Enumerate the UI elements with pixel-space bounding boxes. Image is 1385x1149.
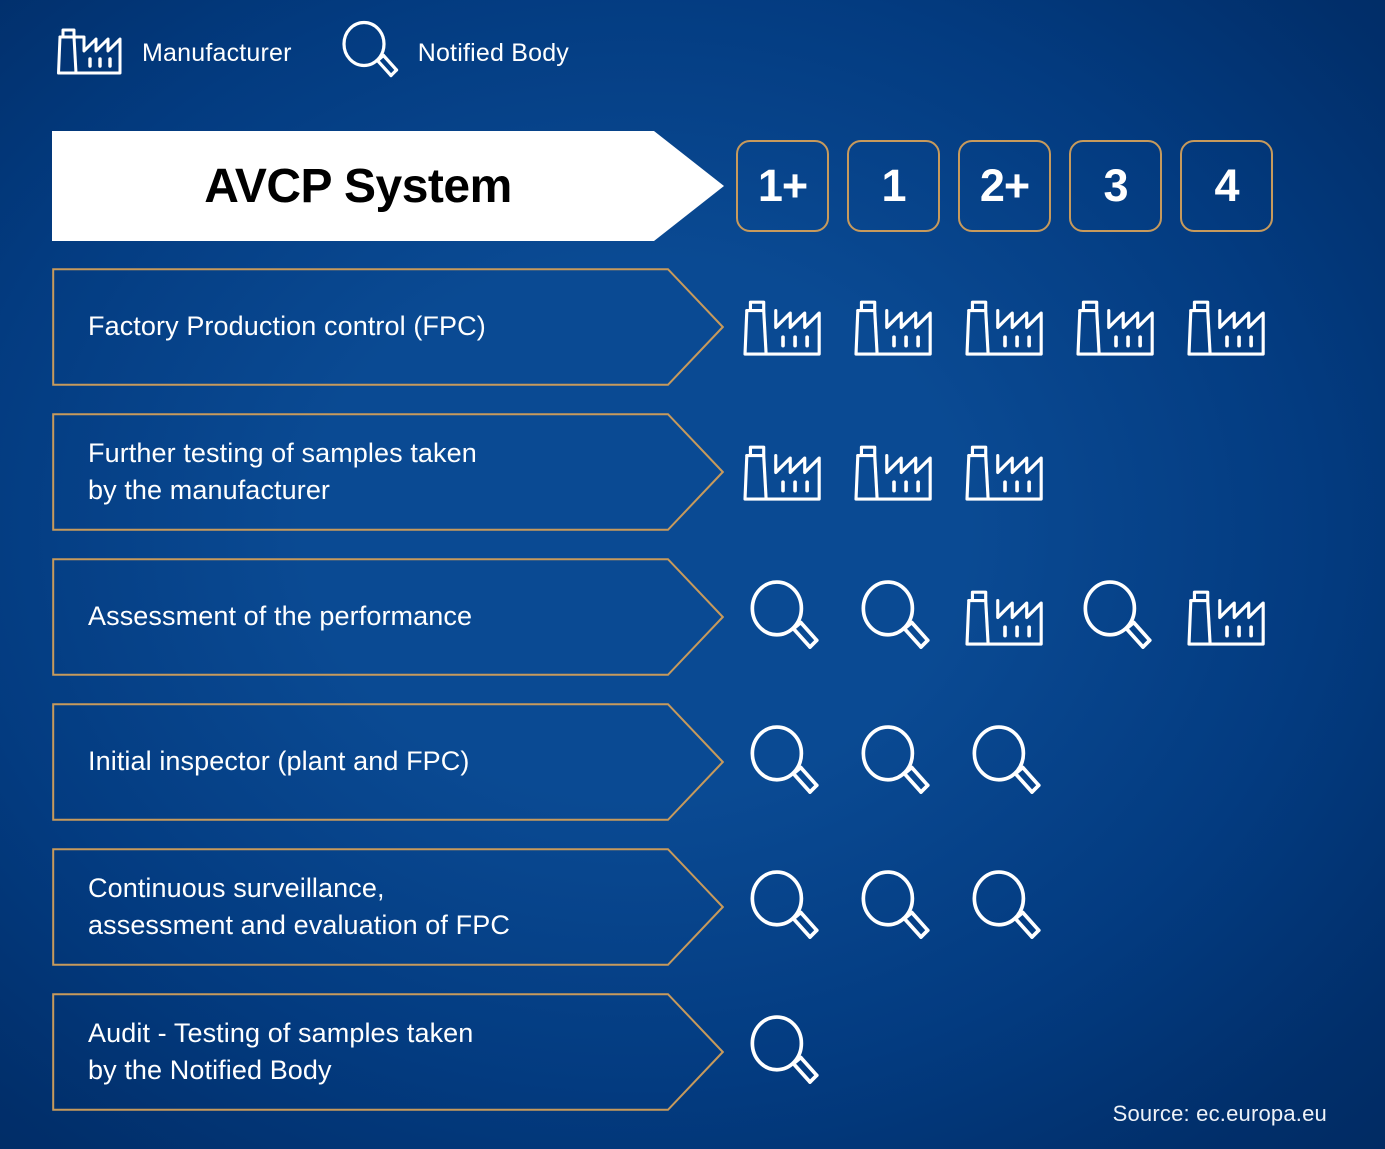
cell-factory-icon [736,281,829,373]
cell-empty [1069,861,1162,953]
row-label-text: Further testing of samples taken by the m… [88,413,658,531]
row-label-text: Continuous surveillance, assessment and e… [88,848,658,966]
cell-magnifier-icon [736,861,829,953]
row-icon-cells [736,703,1273,821]
cell-empty [1180,426,1273,518]
cell-empty [1069,716,1162,808]
row-label-line: by the manufacturer [88,475,331,505]
legend-item-manufacturer: Manufacturer [56,25,292,82]
cell-factory-icon [958,426,1051,518]
system-box-4[interactable]: 4 [1180,140,1273,232]
cell-factory-icon [958,281,1051,373]
row-label-text: Assessment of the performance [88,558,658,676]
requirement-row: Continuous surveillance, assessment and e… [0,848,1385,993]
banner-title: AVCP System [204,159,512,213]
row-icon-cells [736,848,1273,966]
avcp-system-banner: AVCP System [52,131,724,241]
row-icon-cells [736,268,1273,386]
system-box-2plus[interactable]: 2+ [958,140,1051,232]
row-label-chevron[interactable]: Audit - Testing of samples taken by the N… [52,993,724,1111]
legend-item-notified-body: Notified Body [338,20,569,87]
cell-magnifier-icon [736,716,829,808]
cell-factory-icon [1180,571,1273,663]
row-label-line: Factory Production control (FPC) [88,311,486,342]
cell-factory-icon [847,426,940,518]
cell-magnifier-icon [1069,571,1162,663]
legend-label-notified-body: Notified Body [417,38,569,67]
magnifier-icon [338,20,400,87]
cell-empty [1069,1006,1162,1098]
cell-empty [1180,716,1273,808]
row-label-chevron[interactable]: Assessment of the performance [52,558,724,676]
cell-magnifier-icon [958,716,1051,808]
requirement-row: Initial inspector (plant and FPC) [0,703,1385,848]
factory-icon [56,25,124,82]
requirement-row: Further testing of samples taken by the m… [0,413,1385,558]
cell-empty [847,1006,940,1098]
cell-factory-icon [736,426,829,518]
row-label-chevron[interactable]: Factory Production control (FPC) [52,268,724,386]
row-label-text: Audit - Testing of samples taken by the N… [88,993,658,1111]
system-box-label: 3 [1103,160,1128,211]
cell-magnifier-icon [736,571,829,663]
system-box-label: 1 [881,160,906,211]
row-label-text: Factory Production control (FPC) [88,268,658,386]
source-note: Source: ec.europa.eu [1112,1101,1327,1126]
system-number-boxes: 1+ 1 2+ 3 4 [736,140,1273,232]
row-icon-cells [736,413,1273,531]
requirement-row: Factory Production control (FPC) [0,268,1385,413]
legend: Manufacturer Notified Body [56,18,569,88]
system-box-3[interactable]: 3 [1069,140,1162,232]
system-box-1plus[interactable]: 1+ [736,140,829,232]
cell-factory-icon [1069,281,1162,373]
cell-empty [1180,861,1273,953]
row-label-line: by the Notified Body [88,1055,332,1085]
requirement-rows: Factory Production control (FPC) Further … [0,268,1385,1138]
row-label-line: Assessment of the performance [88,601,473,632]
system-box-label: 1+ [757,160,808,211]
row-icon-cells [736,993,1273,1111]
row-label-line: Continuous surveillance, [88,872,385,903]
row-icon-cells [736,558,1273,676]
cell-magnifier-icon [847,716,940,808]
cell-magnifier-icon [847,861,940,953]
system-box-label: 4 [1214,160,1239,211]
row-label-chevron[interactable]: Continuous surveillance, assessment and e… [52,848,724,966]
cell-factory-icon [1180,281,1273,373]
row-label-line: Initial inspector (plant and FPC) [88,746,470,777]
cell-magnifier-icon [736,1006,829,1098]
cell-empty [958,1006,1051,1098]
row-label-chevron[interactable]: Further testing of samples taken by the m… [52,413,724,531]
cell-magnifier-icon [847,571,940,663]
cell-empty [1180,1006,1273,1098]
legend-label-manufacturer: Manufacturer [142,38,292,67]
row-label-chevron[interactable]: Initial inspector (plant and FPC) [52,703,724,821]
row-label-line: Audit - Testing of samples taken [88,1017,474,1048]
row-label-text: Initial inspector (plant and FPC) [88,703,658,821]
cell-factory-icon [847,281,940,373]
requirement-row: Audit - Testing of samples taken by the N… [0,993,1385,1138]
row-label-line: assessment and evaluation of FPC [88,910,510,940]
cell-empty [1069,426,1162,518]
requirement-row: Assessment of the performance [0,558,1385,703]
cell-factory-icon [958,571,1051,663]
system-box-label: 2+ [979,160,1030,211]
cell-magnifier-icon [958,861,1051,953]
system-box-1[interactable]: 1 [847,140,940,232]
row-label-line: Further testing of samples taken [88,437,477,468]
